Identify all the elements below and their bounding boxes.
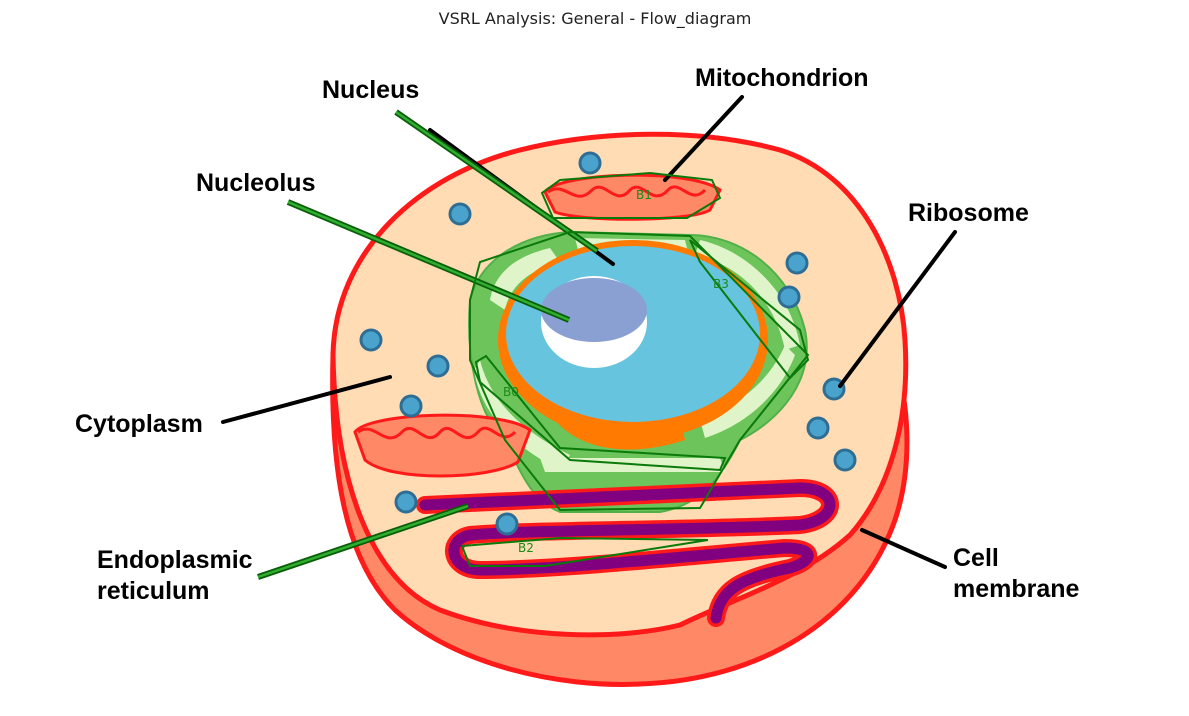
er-fold	[700, 345, 795, 438]
ribosome	[578, 151, 602, 175]
label-mitochondrion: Mitochondrion	[695, 64, 869, 92]
label-ribosome: Ribosome	[908, 199, 1029, 227]
ribosome	[394, 490, 418, 514]
nucleolus	[541, 278, 647, 342]
region-tag-b2: B2	[518, 541, 534, 555]
region-tag-b3: B3	[713, 277, 729, 291]
ribosome	[806, 416, 830, 440]
mitochondrion-left	[353, 413, 532, 478]
leader-cytoplasm	[221, 375, 392, 424]
label-cytoplasm: Cytoplasm	[75, 410, 203, 438]
pointer-nucleolus-inner	[287, 200, 570, 322]
box-b3	[689, 239, 810, 380]
leader-ribosome	[838, 230, 957, 388]
smooth-er-core	[419, 482, 836, 624]
label-nucleolus: Nucleolus	[196, 169, 315, 197]
box-b1	[540, 171, 722, 219]
leader-cell-membrane	[860, 528, 947, 569]
label-er-line1: Endoplasmic	[97, 546, 253, 574]
label-nucleus: Nucleus	[322, 76, 419, 104]
label-er-line2: reticulum	[97, 577, 210, 605]
ribosome	[833, 448, 857, 472]
label-membrane-line1: Cell	[953, 544, 999, 572]
ribosome	[426, 354, 450, 378]
mitochondrion-top	[543, 173, 722, 221]
ribosome	[399, 394, 423, 418]
chart-title: VSRL Analysis: General - Flow_diagram	[439, 9, 752, 29]
ribosome	[777, 285, 801, 309]
nuclear-envelope-bottom	[555, 420, 685, 450]
pointer-nucleus-inner	[395, 110, 598, 253]
ribosome	[448, 202, 472, 226]
box-b0-outline	[469, 230, 810, 512]
box-b0	[474, 354, 727, 472]
pointer-er-inner	[257, 504, 469, 579]
ribosome	[359, 328, 383, 352]
label-membrane-line2: membrane	[953, 575, 1080, 603]
ribosomes	[359, 151, 857, 536]
er-fold	[474, 360, 570, 470]
ribosome	[785, 251, 809, 275]
leader-mitochondrion	[663, 95, 744, 182]
ribosome	[495, 512, 519, 536]
box-b2	[460, 536, 709, 567]
region-tag-b1: B1	[636, 188, 652, 202]
mitochondrion-left-cristae	[357, 426, 517, 440]
region-tag-b0: B0	[503, 385, 519, 399]
mitochondrion-cristae	[547, 185, 707, 198]
